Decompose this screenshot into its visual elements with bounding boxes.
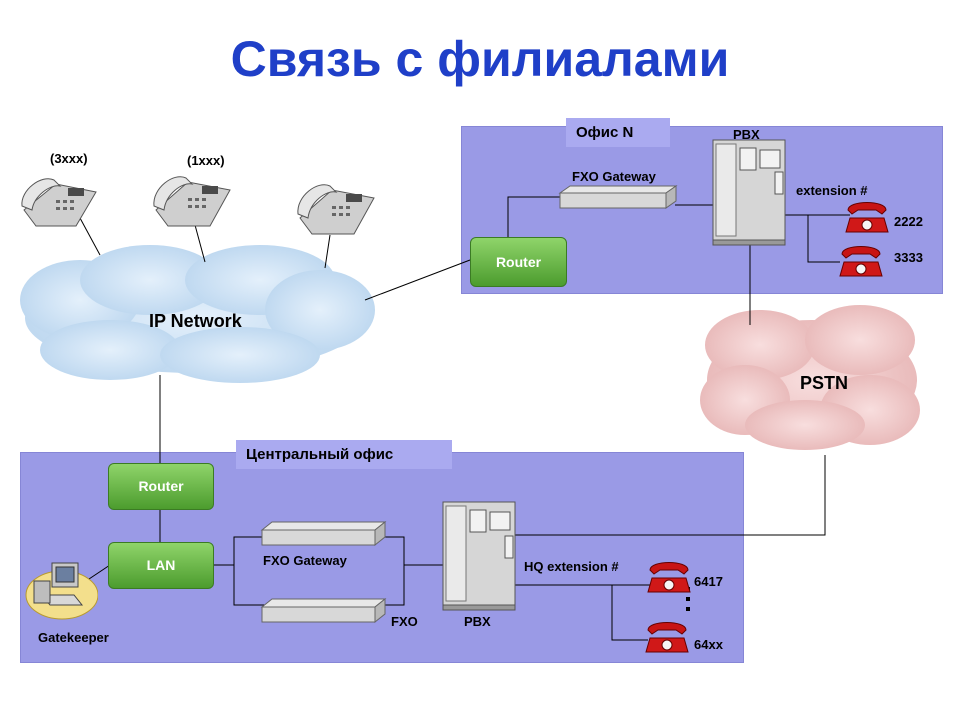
remote-pbx-device xyxy=(712,139,786,246)
ip-phone-1xxx-icon xyxy=(148,168,234,230)
ip-phone-3xxx-icon xyxy=(16,170,102,230)
lan-box[interactable]: LAN xyxy=(108,542,214,589)
central-fxo-gateway-device-1 xyxy=(260,520,387,547)
central-pbx-device xyxy=(442,501,516,611)
central-office-tag: Центральный офис xyxy=(236,440,452,469)
central-fxo-gateway-device-2 xyxy=(260,597,387,624)
remote-pbx-label: PBX xyxy=(733,127,760,142)
central-router-box[interactable]: Router xyxy=(108,463,214,510)
extension-2222-label: 2222 xyxy=(894,214,923,229)
ip-network-label: IP Network xyxy=(149,311,242,331)
extension-64xx-label: 64xx xyxy=(694,637,723,652)
red-phone-2222-icon xyxy=(844,196,890,234)
remote-gateway-label: FXO Gateway xyxy=(572,169,656,184)
red-phone-64xx-icon xyxy=(644,616,690,654)
remote-router-box[interactable]: Router xyxy=(470,237,567,287)
red-phone-3333-icon xyxy=(838,240,884,278)
pstn-label: PSTN xyxy=(800,373,849,393)
central-gateway-label: FXO Gateway xyxy=(263,553,347,568)
page-title: Связь с филиалами xyxy=(230,31,730,87)
phone-3xxx-label: (3xxx) xyxy=(50,151,88,166)
central-pbx-label: PBX xyxy=(464,614,491,629)
remote-fxo-gateway-device xyxy=(558,185,678,209)
remote-extension-label: extension # xyxy=(796,183,868,198)
phone-1xxx-label: (1xxx) xyxy=(187,153,225,168)
remote-office-tag: Офис N xyxy=(566,118,670,147)
extension-6417-label: 6417 xyxy=(694,574,723,589)
gatekeeper-computer-icon xyxy=(22,555,99,621)
ip-phone-icon xyxy=(292,176,378,238)
red-phone-6417-icon xyxy=(646,556,692,594)
extension-3333-label: 3333 xyxy=(894,250,923,265)
fxo-label: FXO xyxy=(391,614,418,629)
hq-extension-label: HQ extension # xyxy=(524,559,619,574)
pstn-cloud xyxy=(700,305,920,450)
gatekeeper-label: Gatekeeper xyxy=(38,630,109,645)
ip-network-cloud xyxy=(20,245,375,383)
